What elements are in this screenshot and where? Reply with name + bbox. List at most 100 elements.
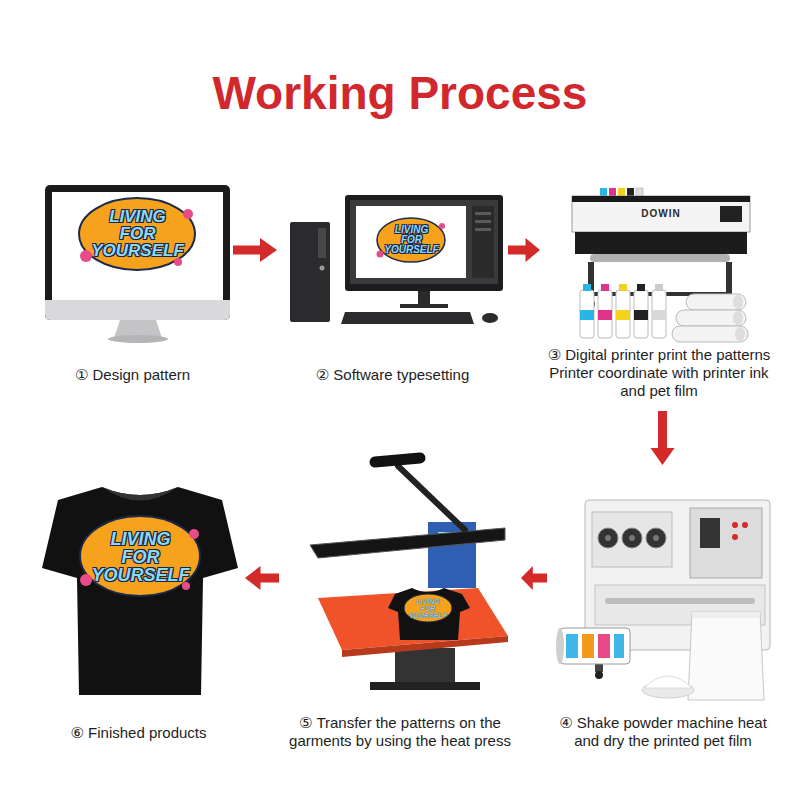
graffiti-text: LIVING FOR YOURSELF	[90, 208, 185, 259]
shake-powder-machine	[592, 512, 672, 567]
graffiti-blob	[404, 594, 452, 622]
heat-press	[310, 528, 505, 558]
graffiti-blob	[80, 574, 92, 586]
pet-film-rolls	[672, 326, 748, 342]
shake-powder-machine	[598, 528, 618, 548]
pressed-shirt	[388, 588, 470, 640]
pet-film-rolls	[733, 295, 743, 309]
keyboard-mouse	[341, 312, 498, 324]
computer-tower	[290, 222, 330, 322]
shake-powder-machine	[595, 671, 603, 679]
ink-bottles	[598, 290, 612, 338]
ink-bottles	[601, 284, 609, 291]
software-monitor	[475, 212, 491, 215]
software-monitor	[475, 220, 491, 223]
design-monitor	[45, 185, 230, 343]
software-monitor	[475, 228, 491, 231]
graffiti-blob	[377, 218, 445, 262]
design-monitor	[108, 335, 168, 343]
ink-bottles	[634, 310, 648, 320]
heat-press	[398, 466, 465, 530]
graffiti-blob	[79, 198, 195, 270]
pet-film-rolls	[676, 310, 746, 326]
finished-tshirt	[102, 487, 178, 501]
shake-powder-machine	[646, 528, 666, 548]
shake-powder-machine	[605, 598, 755, 604]
step-caption: ④ Shake powder machine heat and dry the …	[550, 714, 776, 750]
shake-powder-machine	[653, 535, 659, 541]
step-caption: ③ Digital printer print the patterns Pri…	[543, 346, 775, 400]
graffiti-blob	[80, 250, 92, 262]
powder-bag	[688, 612, 764, 700]
heat-press	[310, 458, 508, 690]
dtf-printer	[572, 196, 750, 232]
printed-film-roll	[556, 628, 630, 664]
printed-film-roll	[582, 634, 594, 658]
graffiti-text: LIVING FOR YOURSELF	[90, 530, 191, 584]
computer-tower	[320, 266, 325, 271]
graffiti-blob	[79, 198, 195, 270]
shake-powder-machine	[700, 518, 720, 548]
flow-arrow	[508, 238, 540, 262]
ink-bottles	[580, 310, 594, 320]
dtf-printer	[575, 232, 747, 254]
dtf-printer	[572, 188, 750, 308]
step-caption: ② Software typesetting	[280, 366, 505, 384]
finished-tshirt	[42, 487, 238, 695]
graffiti-blob	[174, 258, 182, 266]
process-step: ⑥ Finished products	[35, 480, 242, 750]
process-step: ⑤ Transfer the patterns on the garments …	[282, 450, 518, 758]
graffiti-blob	[80, 516, 200, 596]
graffiti-text: LIVING FOR YOURSELF	[383, 225, 440, 255]
printed-film-roll	[556, 628, 564, 664]
software-monitor	[418, 291, 430, 305]
design-monitor	[45, 300, 230, 320]
ink-bottles	[616, 310, 630, 320]
powder-bag	[642, 612, 764, 700]
process-step: ④ Shake powder machine heat and dry the …	[550, 468, 776, 758]
title: Working Process	[0, 66, 800, 120]
pet-film-rolls	[733, 311, 743, 325]
graffiti-blob	[189, 529, 199, 539]
dtf-printer	[572, 196, 750, 202]
pressed-shirt	[388, 588, 470, 640]
design-monitor	[45, 185, 230, 320]
ink-bottles	[652, 310, 666, 320]
step-caption: ⑤ Transfer the patterns on the garments …	[282, 714, 518, 750]
pet-film-rolls	[686, 294, 746, 310]
software-monitor	[472, 206, 494, 278]
heat-press	[370, 682, 480, 690]
ink-bottles	[619, 284, 627, 291]
dtf-printer	[720, 206, 742, 222]
flow-arrow	[233, 238, 277, 262]
printed-film-roll	[566, 634, 578, 658]
ink-bottles	[583, 284, 591, 291]
keyboard-mouse	[482, 313, 498, 323]
dtf-printer	[590, 254, 730, 262]
shake-powder-machine	[629, 535, 635, 541]
heat-press	[395, 648, 455, 684]
shake-powder-machine	[605, 535, 611, 541]
graffiti-text: LIVING FOR YOURSELF	[408, 598, 448, 619]
graffiti-blob	[377, 218, 446, 262]
printed-film-roll	[598, 634, 610, 658]
pet-film-rolls	[672, 294, 748, 342]
shake-powder-machine	[690, 508, 762, 578]
printed-film-roll	[614, 634, 624, 658]
keyboard-mouse	[341, 312, 474, 324]
ink-bottles	[580, 284, 666, 338]
software-monitor	[400, 304, 448, 308]
shake-powder-machine	[742, 522, 748, 528]
step-caption: ① Design pattern	[35, 366, 230, 384]
powder-bag	[644, 676, 692, 688]
software-monitor	[356, 206, 466, 278]
software-monitor	[345, 195, 503, 308]
flow-arrow	[521, 566, 547, 590]
shake-powder-machine	[622, 528, 642, 548]
ink-bottles	[598, 310, 612, 320]
computer-tower	[290, 222, 330, 322]
shake-powder-machine	[732, 534, 738, 540]
ink-bottles	[652, 290, 666, 338]
